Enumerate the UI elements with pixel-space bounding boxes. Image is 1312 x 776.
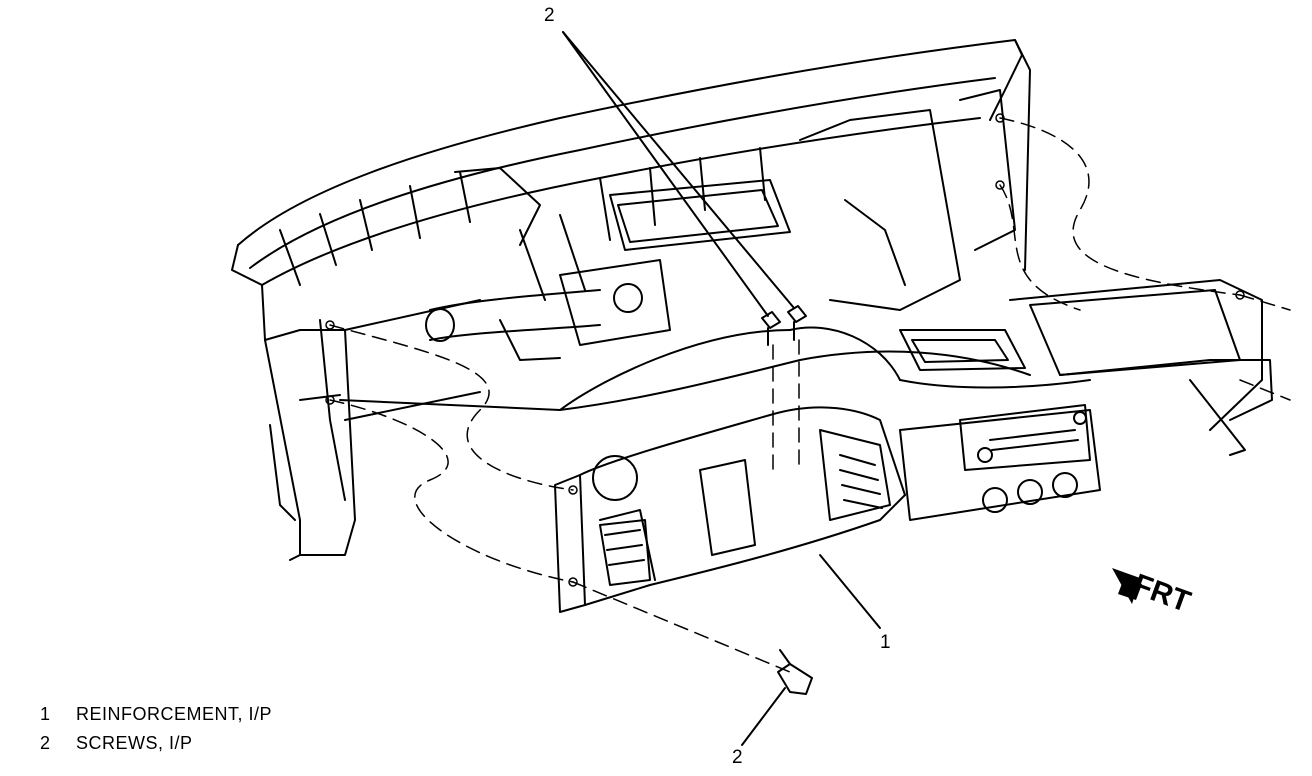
legend-item: 2 SCREWS, I/P bbox=[40, 729, 272, 758]
legend-item-number: 1 bbox=[40, 704, 51, 724]
callout-screws-top: 2 bbox=[544, 5, 555, 26]
radio-control-head bbox=[899, 404, 1101, 521]
callout-reinforcement: 1 bbox=[880, 632, 891, 653]
lower-dash-outline bbox=[339, 326, 1091, 411]
leader-lines bbox=[562, 31, 881, 746]
legend-item-text: REINFORCEMENT, I/P bbox=[76, 704, 273, 724]
screw-bottom bbox=[777, 649, 813, 695]
center-duct-outline bbox=[899, 329, 1026, 371]
parts-legend: 1 REINFORCEMENT, I/P 2 SCREWS, I/P bbox=[40, 700, 272, 758]
attachment-points bbox=[325, 113, 1245, 587]
callout-screws-bottom: 2 bbox=[732, 747, 743, 768]
hvac-module-outline bbox=[799, 39, 1273, 456]
screw-pair-top bbox=[761, 305, 807, 346]
alignment-lines bbox=[329, 117, 1291, 673]
left-side-panel-outline bbox=[261, 284, 481, 561]
legend-item-text: SCREWS, I/P bbox=[76, 733, 193, 753]
legend-item: 1 REINFORCEMENT, I/P bbox=[40, 700, 272, 729]
dash-carrier-outline bbox=[231, 39, 1023, 301]
front-direction-arrow-icon bbox=[1112, 568, 1142, 604]
steering-column-outline bbox=[425, 259, 671, 361]
legend-item-number: 2 bbox=[40, 733, 51, 753]
reinforcement-ip bbox=[554, 406, 906, 613]
